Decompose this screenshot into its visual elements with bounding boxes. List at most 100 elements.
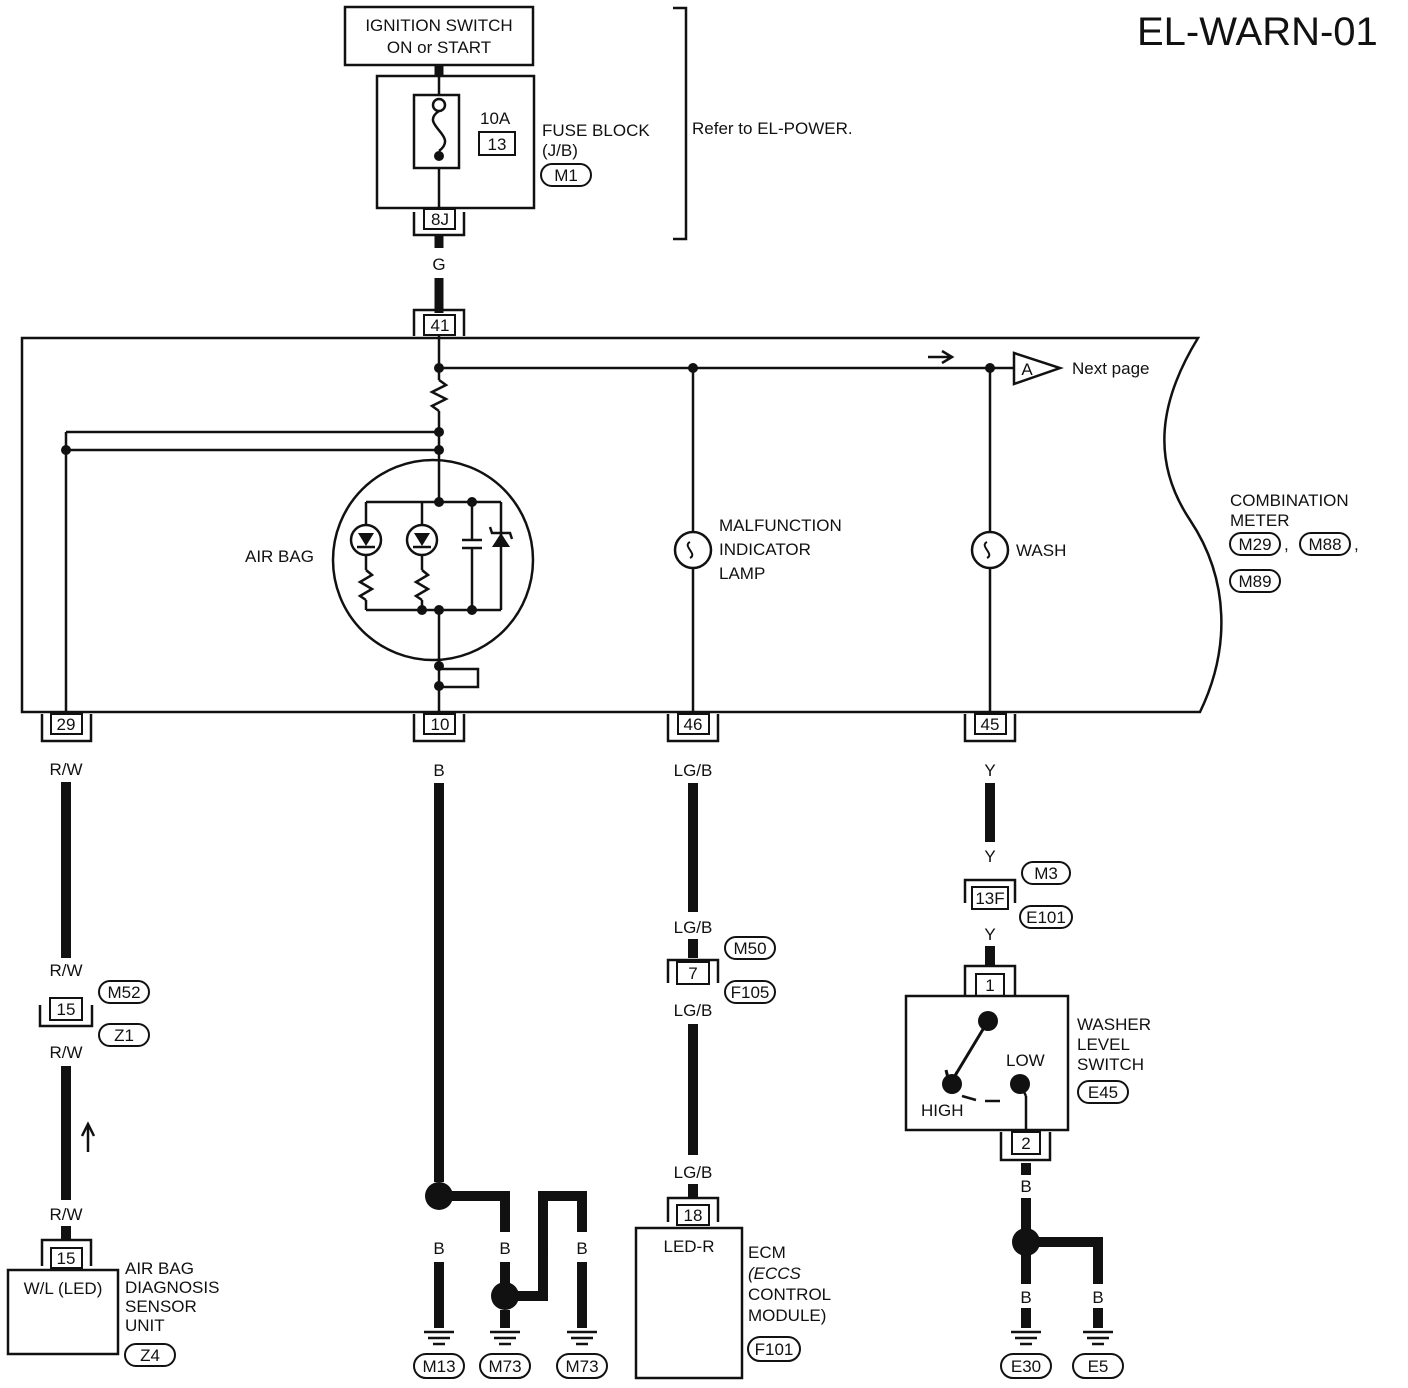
fuse-amp: 10A bbox=[480, 109, 511, 128]
wire-rw-label-2: R/W bbox=[49, 961, 82, 980]
switch-label-2: LEVEL bbox=[1077, 1035, 1130, 1054]
switch-connector-2-label: 2 bbox=[1021, 1134, 1030, 1153]
ground-wire-b-4: B bbox=[576, 1239, 587, 1258]
fuse-number: 13 bbox=[488, 135, 507, 154]
ecm-label-4: MODULE) bbox=[748, 1306, 826, 1325]
sensor-inner-label: W/L (LED) bbox=[24, 1279, 103, 1298]
ecm-label-2: (ECCS bbox=[748, 1264, 802, 1283]
terminal-10: 10 bbox=[412, 713, 466, 743]
ground-m13: M13 bbox=[422, 1357, 455, 1376]
terminal-46-label: 46 bbox=[684, 715, 703, 734]
meter-internal-wiring bbox=[64, 336, 1014, 712]
ignition-label-1: IGNITION SWITCH bbox=[365, 16, 512, 35]
wire-lgb-label-4: LG/B bbox=[674, 1163, 713, 1182]
ecm-id: F101 bbox=[755, 1340, 794, 1359]
sensor-label-3: SENSOR bbox=[125, 1297, 197, 1316]
ground-wire-b-2: B bbox=[499, 1239, 510, 1258]
connector-z1-id: Z1 bbox=[114, 1026, 134, 1045]
ecm-inner-label: LED-R bbox=[663, 1237, 714, 1256]
switch-connector-1: 1 bbox=[963, 964, 1017, 997]
sensor-label-1: AIR BAG bbox=[125, 1259, 194, 1278]
meter-label-1: COMBINATION bbox=[1230, 491, 1349, 510]
switch-label-3: SWITCH bbox=[1077, 1055, 1144, 1074]
airbag-warning-lamp bbox=[331, 458, 535, 712]
meter-comma-2: , bbox=[1354, 535, 1359, 554]
ground-m73-b: M73 bbox=[565, 1357, 598, 1376]
connector-m50-id: M50 bbox=[733, 939, 766, 958]
connector-15-label: 15 bbox=[57, 1000, 76, 1019]
fuse-block-label-1: FUSE BLOCK bbox=[542, 121, 650, 140]
wire-y-label-1: Y bbox=[984, 761, 995, 780]
ecm-label-3: CONTROL bbox=[748, 1285, 831, 1304]
mil-label-2: INDICATOR bbox=[719, 540, 811, 559]
ignition-switch-box: IGNITION SWITCH ON or START bbox=[343, 5, 535, 67]
connector-7-label: 7 bbox=[688, 964, 697, 983]
sensor-id: Z4 bbox=[140, 1346, 160, 1365]
connector-m3-id: M3 bbox=[1034, 864, 1058, 883]
airbag-diagnosis-sensor-unit: W/L (LED) bbox=[6, 1268, 120, 1356]
wire-lgb-label-3: LG/B bbox=[674, 1001, 713, 1020]
ground-m73-a: M73 bbox=[488, 1357, 521, 1376]
fuse-block-connector-id: M1 bbox=[554, 166, 578, 185]
wire-b-label-main: B bbox=[433, 761, 444, 780]
wire-rw-label-4: R/W bbox=[49, 1205, 82, 1224]
wash-lamp-icon bbox=[970, 530, 1010, 570]
wire-rw-label-3: R/W bbox=[49, 1043, 82, 1062]
connector-7: 7 bbox=[666, 958, 720, 985]
switch-high-label: HIGH bbox=[921, 1101, 964, 1120]
junction-dots bbox=[61, 363, 995, 455]
wash-lamp-label: WASH bbox=[1016, 541, 1066, 560]
fuse-block: 10A 13 bbox=[375, 74, 536, 210]
ground-wire-b-1: B bbox=[433, 1239, 444, 1258]
meter-comma-1: , bbox=[1284, 535, 1289, 554]
mil-label-3: LAMP bbox=[719, 564, 765, 583]
connector-41-label: 41 bbox=[431, 316, 450, 335]
connector-8j: 8J bbox=[412, 208, 466, 237]
meter-connector-m88: M88 bbox=[1308, 535, 1341, 554]
switch-connector-2: 2 bbox=[999, 1131, 1052, 1162]
switch-label-1: WASHER bbox=[1077, 1015, 1151, 1034]
wire-lgb-label-1: LG/B bbox=[674, 761, 713, 780]
malfunction-indicator-lamp-icon bbox=[673, 530, 713, 570]
diagram-title: EL-WARN-01 bbox=[1137, 10, 1378, 54]
sensor-connector-15-label: 15 bbox=[57, 1249, 76, 1268]
connector-13f: 13F bbox=[963, 878, 1017, 910]
switch-id: E45 bbox=[1088, 1083, 1118, 1102]
wire-y-label-3: Y bbox=[984, 925, 995, 944]
ground-e5: E5 bbox=[1088, 1357, 1109, 1376]
switch-connector-1-label: 1 bbox=[985, 976, 994, 995]
meter-connector-m89: M89 bbox=[1238, 572, 1271, 591]
wire-rw-label-1: R/W bbox=[49, 760, 82, 779]
up-arrow-icon bbox=[80, 1121, 96, 1152]
washer-wire-b-2: B bbox=[1020, 1288, 1031, 1307]
connector-13f-label: 13F bbox=[975, 889, 1004, 908]
terminal-46: 46 bbox=[666, 713, 720, 743]
next-page-marker: A bbox=[1021, 360, 1033, 379]
ground-e30: E30 bbox=[1011, 1357, 1041, 1376]
connector-15: 15 bbox=[38, 997, 94, 1028]
ecm-unit: LED-R bbox=[634, 1226, 744, 1380]
mil-label-1: MALFUNCTION bbox=[719, 516, 842, 535]
wire-g-label: G bbox=[432, 255, 445, 274]
connector-e101-id: E101 bbox=[1026, 908, 1066, 927]
ecm-connector-18-label: 18 bbox=[684, 1206, 703, 1225]
ground-wiring bbox=[434, 783, 587, 1328]
terminal-29: 29 bbox=[40, 713, 93, 743]
washer-wire-b-3: B bbox=[1092, 1288, 1103, 1307]
wire-lgb-label-2: LG/B bbox=[674, 918, 713, 937]
connector-41: 41 bbox=[412, 308, 466, 336]
meter-label-2: METER bbox=[1230, 511, 1290, 530]
refer-note: Refer to EL-POWER. bbox=[692, 119, 853, 138]
terminal-29-label: 29 bbox=[57, 715, 76, 734]
next-page-label: Next page bbox=[1072, 359, 1150, 378]
washer-wire-b-1: B bbox=[1020, 1177, 1031, 1196]
terminal-10-label: 10 bbox=[431, 715, 450, 734]
ignition-label-2: ON or START bbox=[387, 38, 491, 57]
meter-connector-m29: M29 bbox=[1238, 535, 1271, 554]
washer-ground-symbol-icon bbox=[1011, 1330, 1113, 1346]
terminal-45: 45 bbox=[963, 713, 1017, 743]
airbag-lamp-label: AIR BAG bbox=[245, 547, 314, 566]
ecm-connector-18: 18 bbox=[666, 1196, 720, 1226]
sensor-label-4: UNIT bbox=[125, 1316, 165, 1335]
